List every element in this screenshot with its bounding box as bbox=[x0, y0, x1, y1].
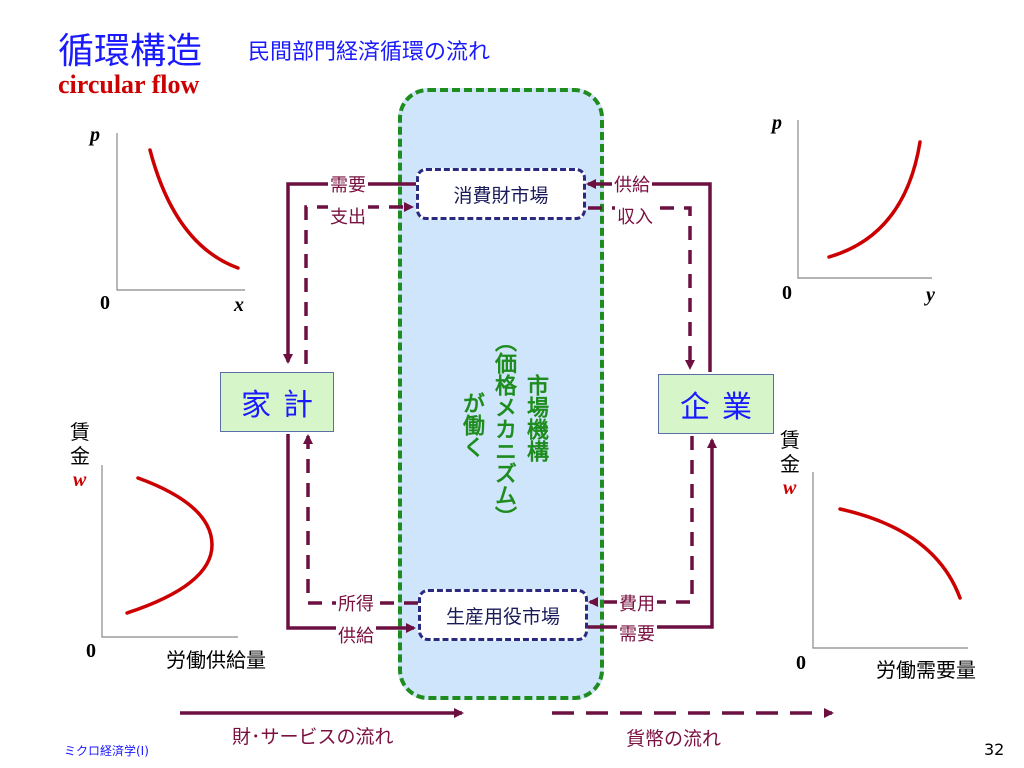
label-firm-revenue: 収入 bbox=[615, 203, 655, 229]
legend-money-flow: 貨幣の流れ bbox=[626, 728, 722, 750]
firm-box: 企業 bbox=[658, 374, 774, 434]
labor-supply-graph-axes bbox=[101, 465, 238, 638]
labor-supply-graph-origin: 0 bbox=[86, 640, 96, 662]
label-household-supply: 供給 bbox=[336, 622, 376, 648]
label-firm-cost: 費用 bbox=[617, 590, 657, 616]
label-household-income: 所得 bbox=[336, 590, 376, 616]
labor-demand-graph-x-label: 労働需要量 bbox=[876, 658, 976, 682]
arrow-household-income bbox=[303, 434, 418, 605]
labor-supply-y-var: w bbox=[73, 469, 87, 491]
arrow-household-demand bbox=[283, 182, 416, 364]
english-title: circular flow bbox=[58, 70, 200, 99]
supply-graph-x-label: y bbox=[926, 284, 935, 306]
label-household-demand: 需要 bbox=[328, 171, 368, 197]
arrow-household-spending bbox=[304, 202, 414, 364]
page-subtitle: 民間部門経済循環の流れ bbox=[248, 40, 491, 65]
consumer-goods-market: 消費財市場 bbox=[416, 168, 586, 220]
supply-graph-axes bbox=[797, 120, 932, 279]
label-firm-supply: 供給 bbox=[612, 171, 652, 197]
mechanism-line-1: 市場機構 bbox=[523, 374, 548, 462]
mechanism-line-3: が働く bbox=[459, 392, 484, 458]
labor-demand-y-char-2: 金 bbox=[780, 452, 800, 476]
factor-market: 生産用役市場 bbox=[418, 589, 588, 641]
labor-supply-y-char-2: 金 bbox=[70, 444, 90, 468]
mechanism-line-2: （価格メカニズム） bbox=[491, 330, 516, 528]
labor-supply-curve bbox=[125, 476, 214, 615]
arrow-firm-cost bbox=[588, 436, 694, 607]
labor-demand-y-var: w bbox=[783, 477, 797, 499]
labor-demand-graph-y-label: 賃 金 w bbox=[780, 428, 800, 500]
footer-course-name: ミクロ経済学(Ⅰ) bbox=[64, 744, 149, 758]
supply-graph-origin: 0 bbox=[782, 282, 792, 304]
page-number: 32 bbox=[984, 740, 1005, 759]
labor-supply-y-char-1: 賃 bbox=[70, 420, 90, 444]
labor-supply-graph-y-label: 賃 金 w bbox=[70, 420, 90, 492]
demand-graph-origin: 0 bbox=[100, 292, 110, 314]
demand-graph-y-label: p bbox=[90, 124, 100, 146]
demand-curve bbox=[148, 148, 240, 270]
labor-demand-graph-axes bbox=[812, 472, 968, 649]
labor-demand-curve bbox=[838, 507, 962, 600]
demand-graph-x-label: x bbox=[234, 294, 244, 316]
page-title: 循環構造 bbox=[58, 31, 203, 72]
label-firm-demand: 需要 bbox=[617, 620, 657, 646]
supply-graph-y-label: p bbox=[772, 112, 782, 134]
supply-curve bbox=[827, 140, 922, 259]
household-box: 家計 bbox=[220, 372, 334, 432]
legend-goods-flow: 財･サービスの流れ bbox=[232, 726, 394, 748]
labor-demand-graph-origin: 0 bbox=[796, 652, 806, 674]
labor-demand-y-char-1: 賃 bbox=[780, 428, 800, 452]
labor-supply-graph-x-label: 労働供給量 bbox=[166, 648, 266, 672]
demand-graph-axes bbox=[116, 133, 245, 291]
market-mechanism-label: 市場機構 （価格メカニズム） が働く bbox=[448, 330, 558, 570]
label-household-spending: 支出 bbox=[328, 203, 368, 229]
